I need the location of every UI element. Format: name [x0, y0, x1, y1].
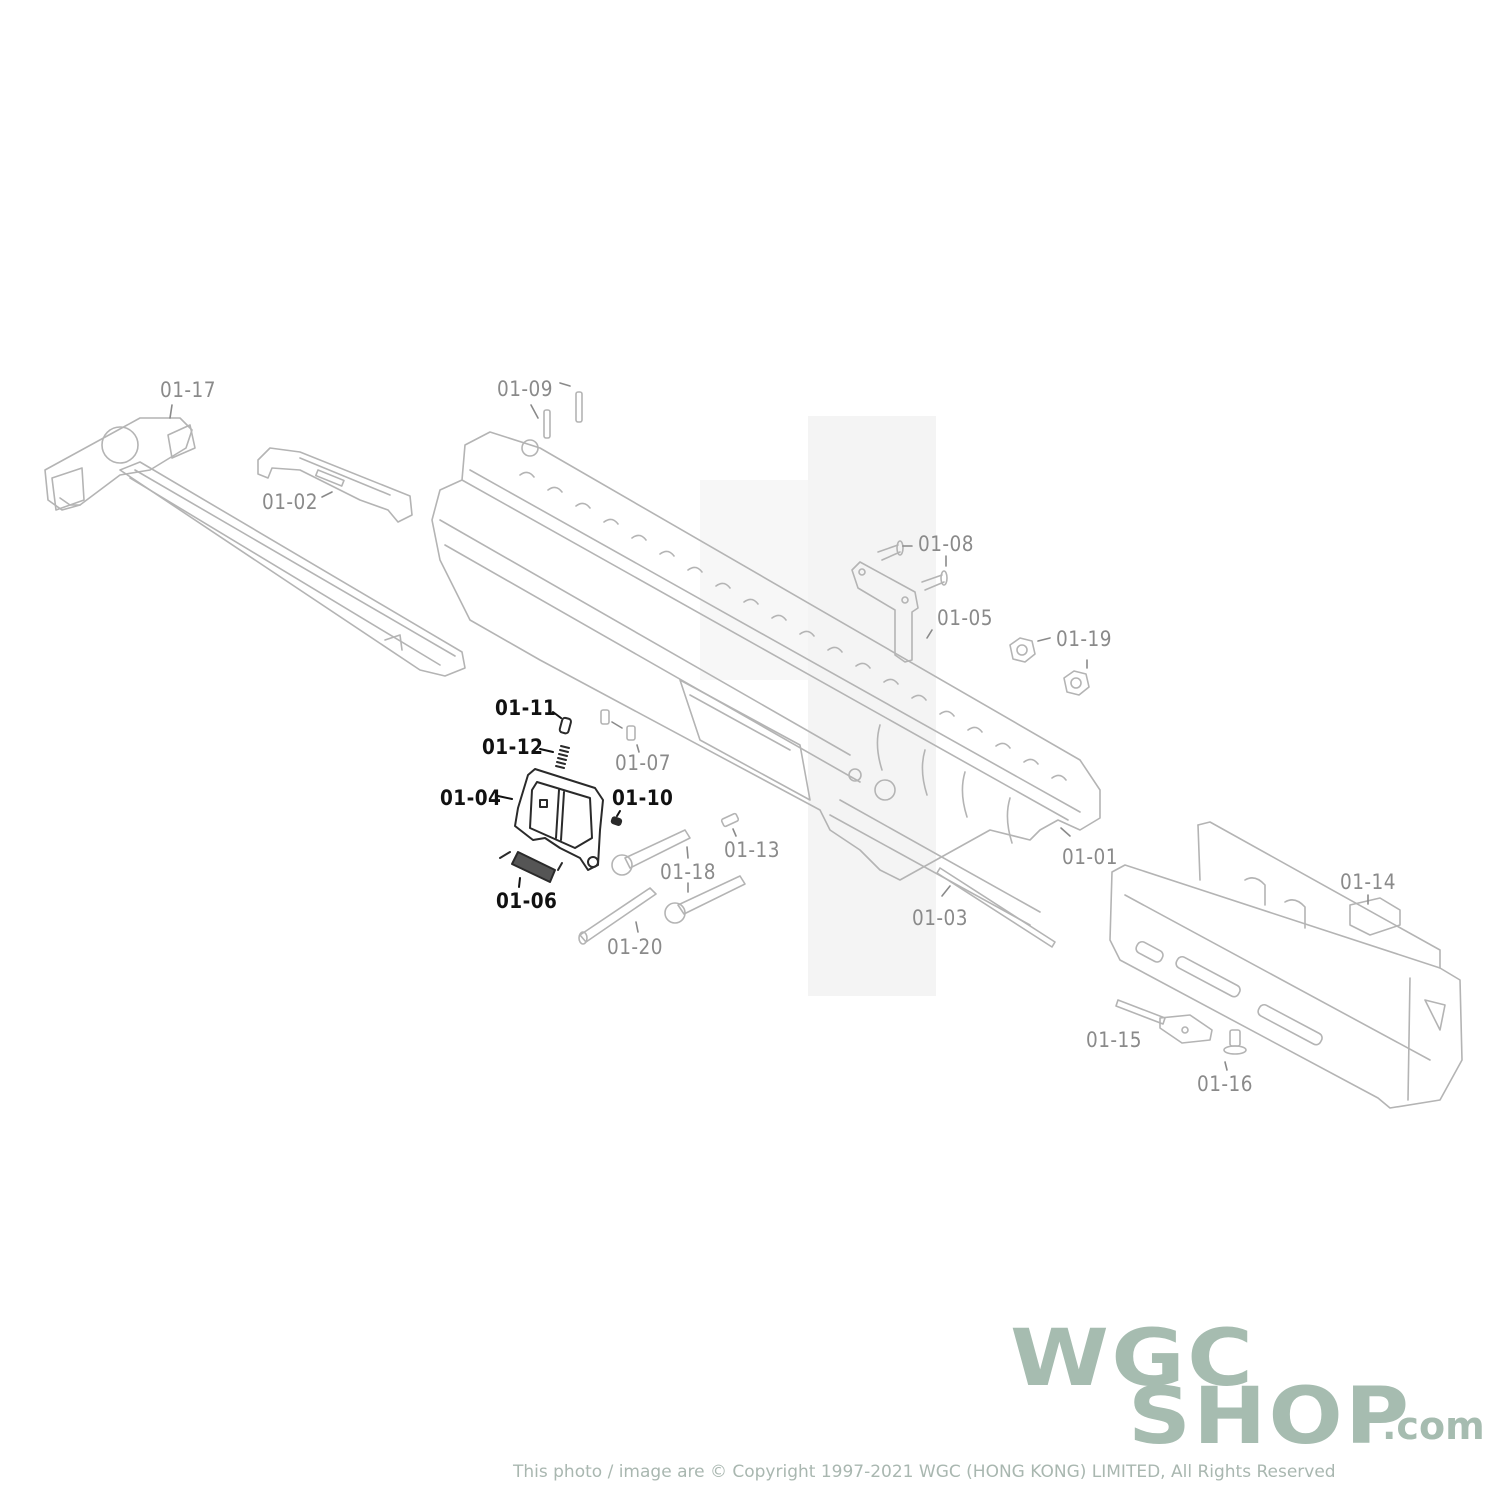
part-small-spring	[555, 745, 570, 769]
part-latch	[257, 447, 413, 523]
watermark-block	[808, 416, 936, 996]
label-01-17: 01-17	[160, 378, 216, 402]
part-nuts	[1009, 637, 1090, 696]
watermark-block-left	[700, 480, 808, 680]
part-upper-receiver	[431, 431, 1101, 926]
label-01-03: 01-03	[912, 906, 968, 930]
part-13	[720, 812, 740, 828]
copyright-notice: This photo / image are © Copyright 1997-…	[513, 1462, 1336, 1482]
part-charging-handle	[44, 417, 466, 677]
part-tiny-screw	[610, 816, 623, 826]
label-01-15: 01-15	[1086, 1028, 1142, 1052]
highlighted-parts	[497, 711, 623, 888]
label-01-09: 01-09	[497, 377, 553, 401]
label-01-11: 01-11	[495, 696, 557, 720]
label-01-04: 01-04	[440, 786, 502, 810]
label-01-06: 01-06	[496, 889, 558, 913]
logo-shop: SHOP	[1128, 1372, 1412, 1462]
label-01-18: 01-18	[660, 860, 716, 884]
part-dust-cover	[514, 768, 604, 871]
label-01-10: 01-10	[612, 786, 674, 810]
part-long-screws	[611, 829, 746, 924]
part-plate	[851, 540, 948, 663]
part-plunger	[558, 716, 572, 735]
wgc-shop-logo: WGC SHOP .com	[1010, 1314, 1490, 1456]
label-01-13: 01-13	[724, 838, 780, 862]
logo-wgc: WGC	[1010, 1314, 1256, 1404]
part-set-screws	[600, 709, 636, 741]
label-01-05: 01-05	[937, 606, 993, 630]
label-01-14: 01-14	[1340, 870, 1396, 894]
label-01-02: 01-02	[262, 490, 318, 514]
part-rod	[936, 867, 1056, 948]
part-pin-20	[578, 887, 657, 945]
part-rail-piece	[1115, 999, 1213, 1044]
label-01-20: 01-20	[607, 935, 663, 959]
label-01-01: 01-01	[1062, 845, 1118, 869]
part-small-screw	[1223, 1029, 1247, 1055]
label-01-19: 01-19	[1056, 627, 1112, 651]
label-01-08: 01-08	[918, 532, 974, 556]
label-01-07: 01-07	[615, 751, 671, 775]
logo-com: .com	[1382, 1404, 1485, 1448]
part-pins	[543, 391, 583, 439]
label-01-12: 01-12	[482, 735, 544, 759]
label-01-16: 01-16	[1197, 1072, 1253, 1096]
part-handguard	[1109, 821, 1463, 1109]
part-torsion-spring	[499, 851, 563, 883]
